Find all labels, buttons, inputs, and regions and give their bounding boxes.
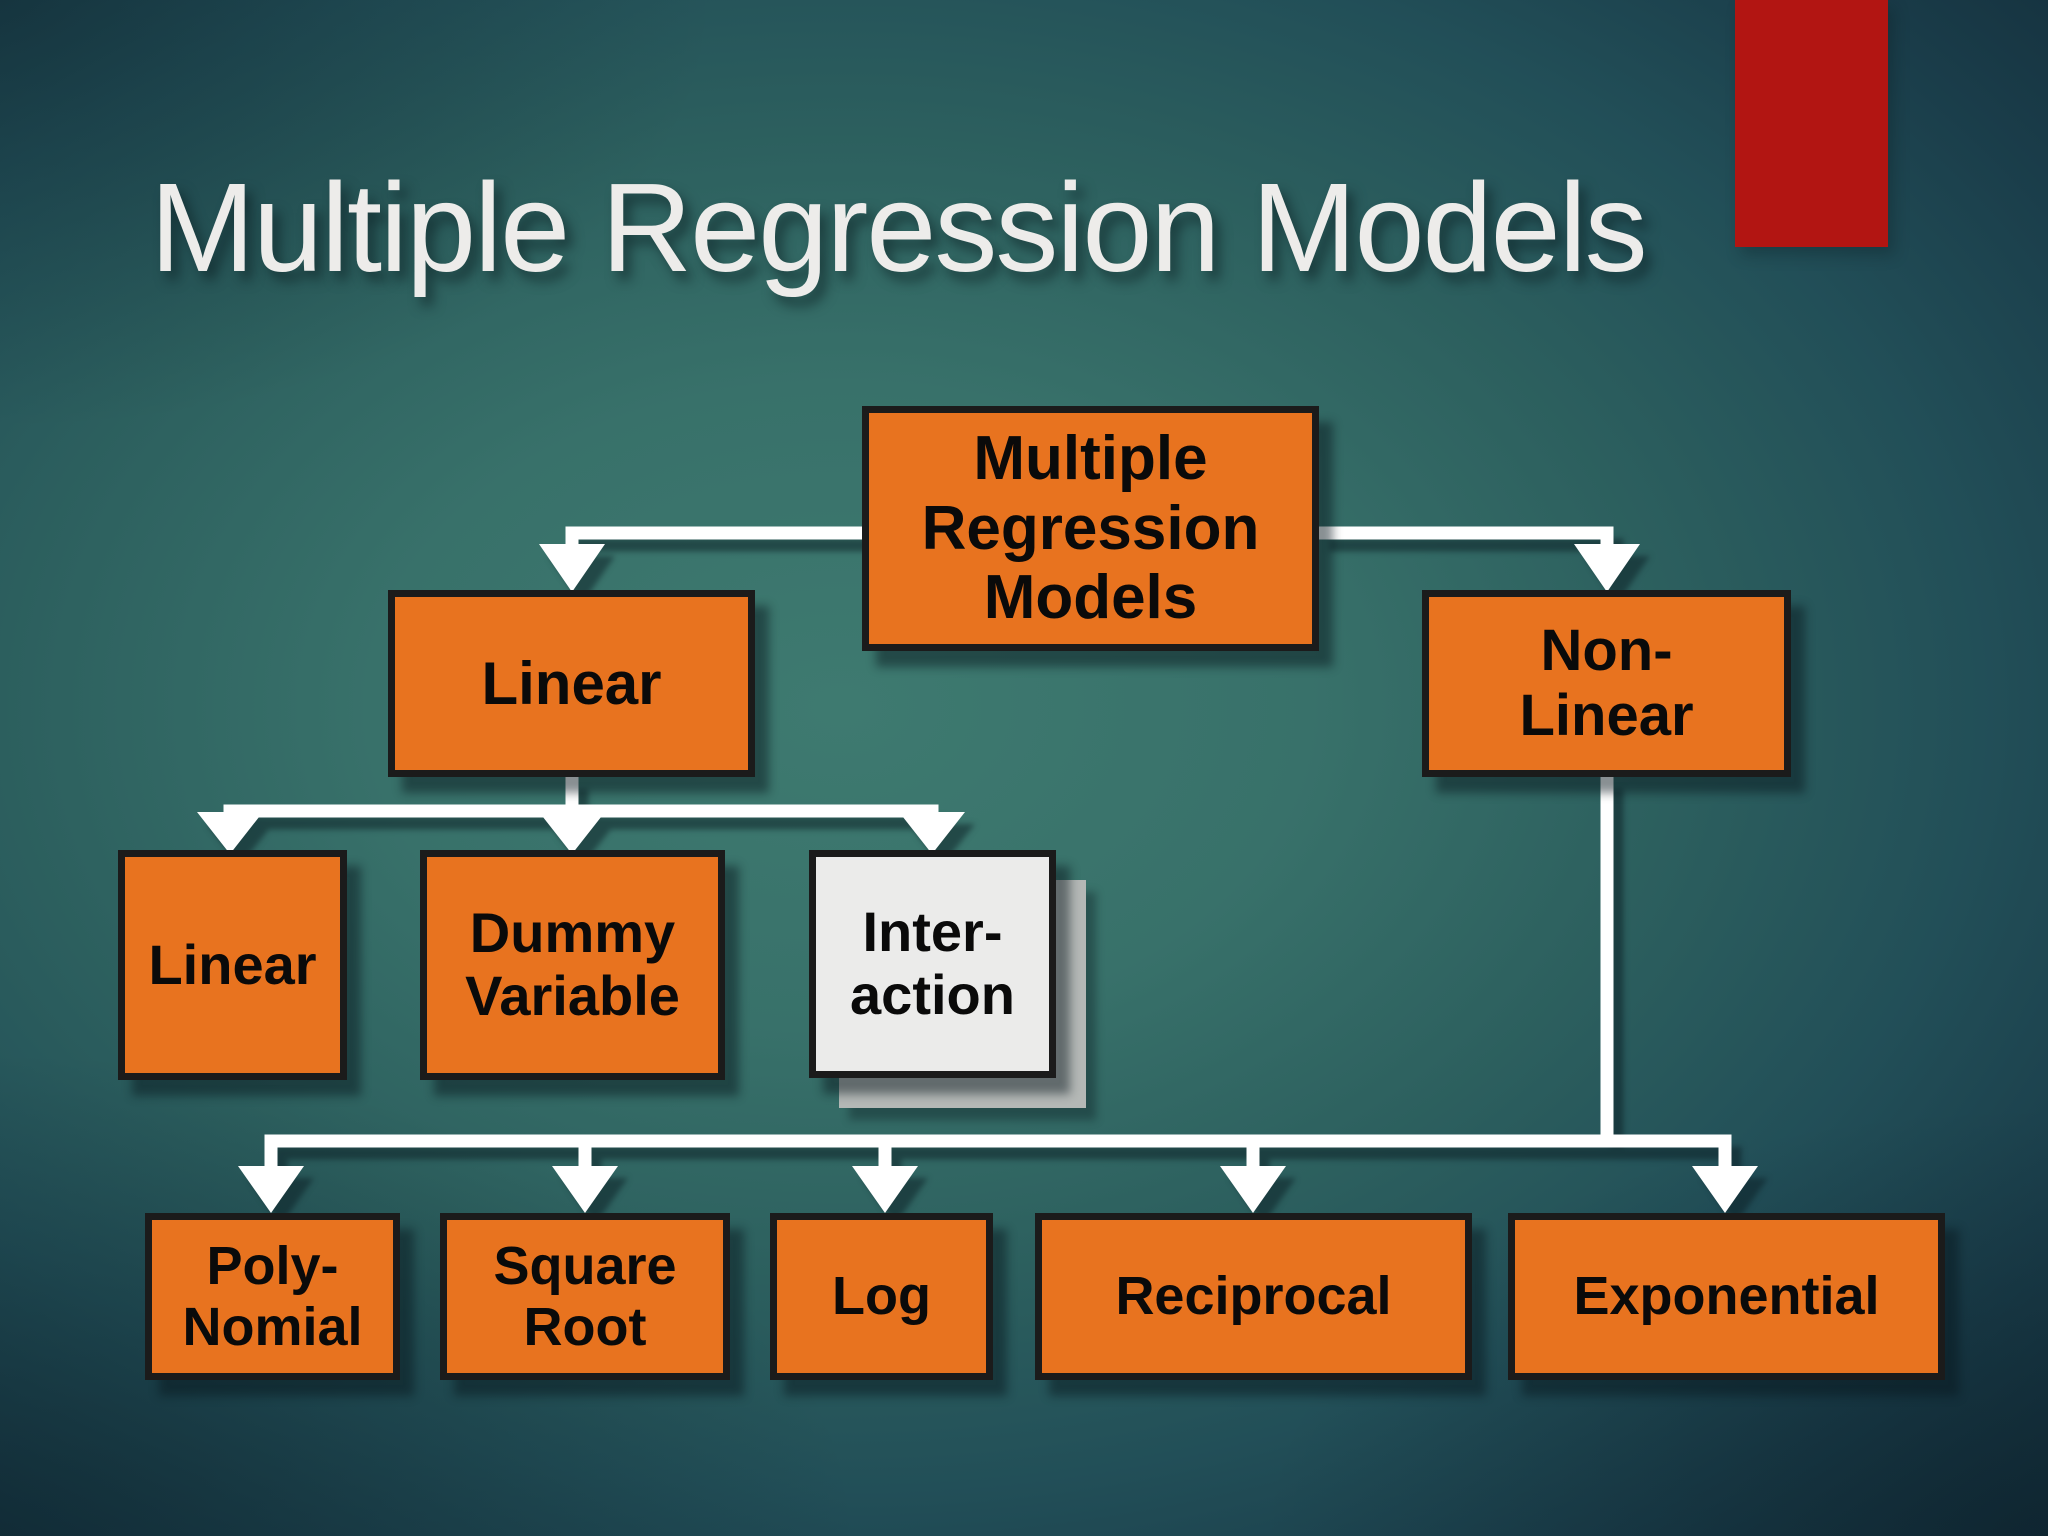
connector-nonlinear-bar xyxy=(264,1134,1732,1168)
accent-bar xyxy=(1735,0,1888,247)
node-dummy-variable: Dummy Variable xyxy=(420,850,725,1080)
node-label: Reciprocal xyxy=(1115,1266,1392,1327)
node-log: Log xyxy=(770,1213,993,1380)
node-label: Square Root xyxy=(493,1236,677,1357)
arrowhead xyxy=(1574,544,1640,592)
arrowhead xyxy=(238,1166,304,1213)
node-label: Exponential xyxy=(1573,1266,1880,1327)
node-label: Multiple Regression Models xyxy=(921,424,1260,633)
node-non-linear: Non- Linear xyxy=(1422,590,1791,777)
node-exponential: Exponential xyxy=(1508,1213,1945,1380)
node-label: Non- Linear xyxy=(1519,617,1694,748)
connector-root-linear xyxy=(565,526,862,548)
arrowhead xyxy=(1220,1166,1286,1213)
node-polynomial: Poly- Nomial xyxy=(145,1213,400,1380)
arrowhead xyxy=(552,1166,618,1213)
node-label: Linear xyxy=(148,932,317,996)
node-label: Inter- action xyxy=(850,900,1015,1026)
arrowhead xyxy=(899,812,965,854)
node-reciprocal: Reciprocal xyxy=(1035,1213,1472,1380)
node-interaction: Inter- action xyxy=(809,850,1056,1078)
node-label: Dummy Variable xyxy=(465,901,680,1027)
arrowhead xyxy=(1692,1166,1758,1213)
node-linear: Linear xyxy=(388,590,755,777)
slide-title: Multiple Regression Models xyxy=(150,157,1648,299)
arrowhead xyxy=(852,1166,918,1213)
node-label: Poly- Nomial xyxy=(182,1236,363,1357)
arrowhead xyxy=(539,812,605,854)
node-label: Linear xyxy=(481,649,662,717)
connector-root-nonlinear xyxy=(1319,526,1614,548)
node-square-root: Square Root xyxy=(440,1213,730,1380)
arrowhead xyxy=(197,812,263,854)
node-multiple-regression-models: Multiple Regression Models xyxy=(862,406,1319,651)
arrowhead xyxy=(539,544,605,592)
node-linear-sub: Linear xyxy=(118,850,347,1080)
node-label: Log xyxy=(832,1266,931,1327)
